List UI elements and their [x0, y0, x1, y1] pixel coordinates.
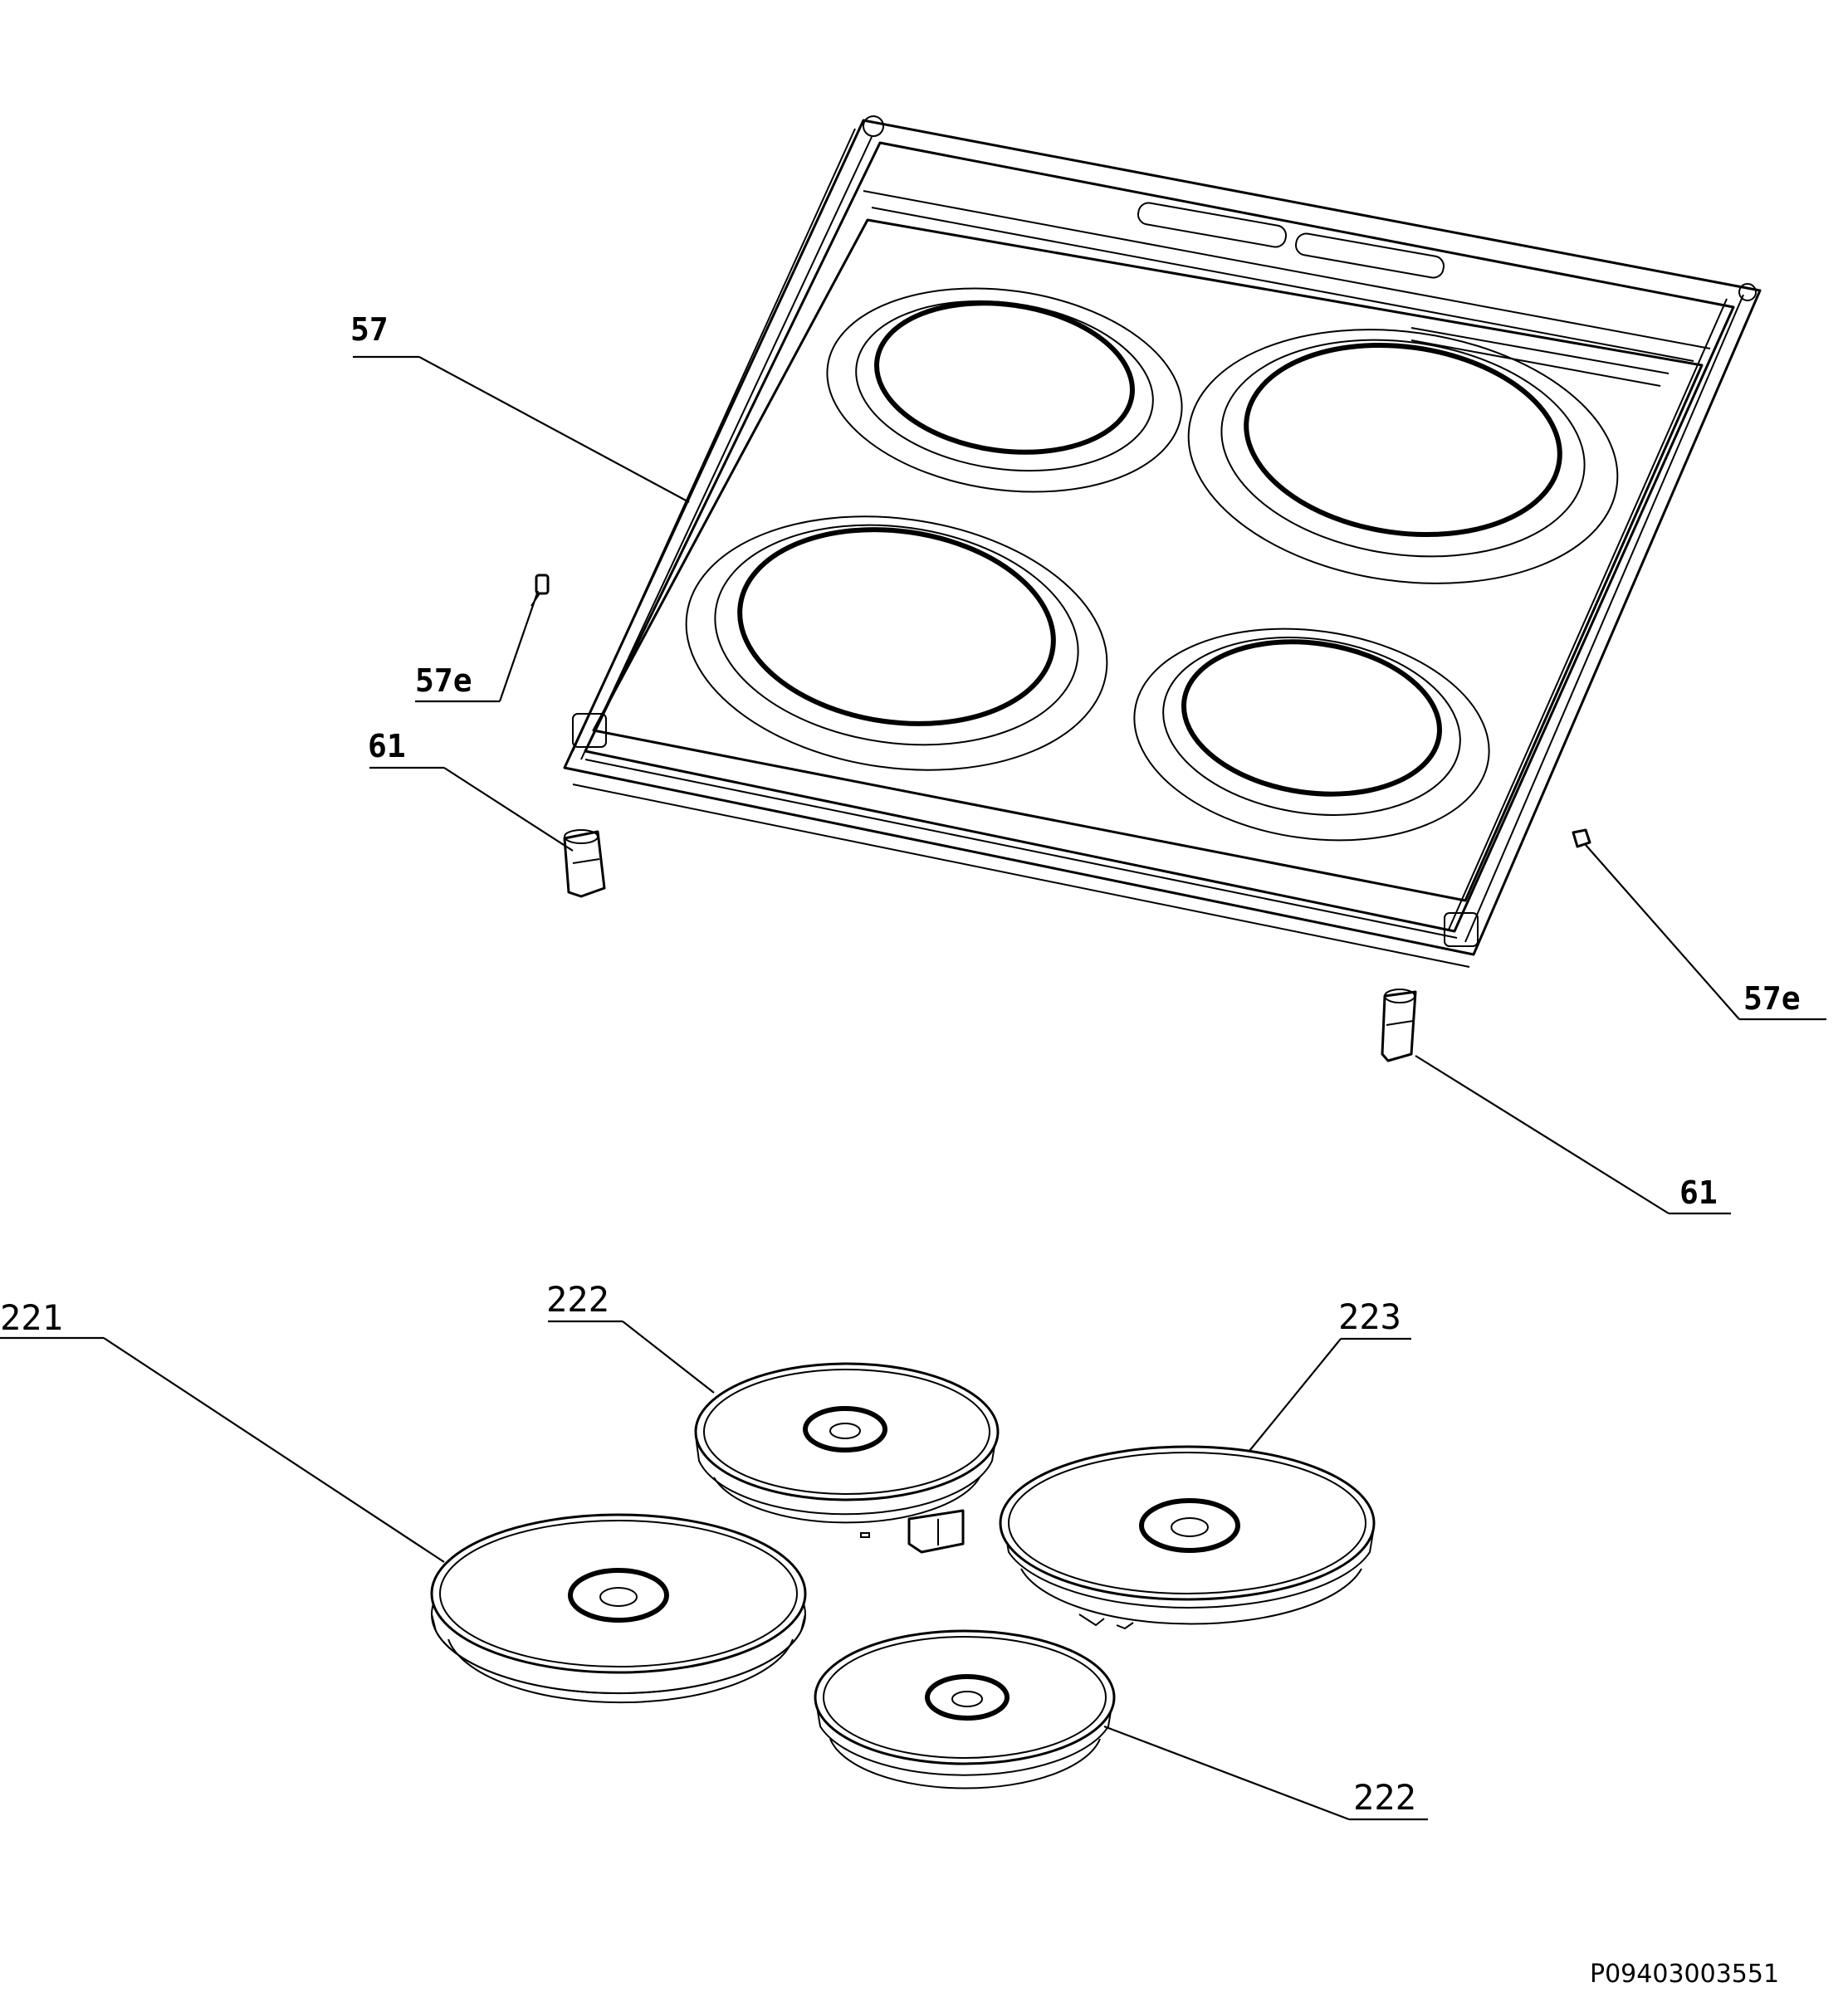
- label-hob-frame: 57: [350, 311, 389, 348]
- hob-frame-part: [563, 115, 1762, 968]
- hotplate-small-rear-part: [694, 1362, 1000, 1554]
- clip-right-part: [1572, 828, 1591, 848]
- recess-front-right: [1133, 627, 1490, 842]
- label-hotplate-large: 221: [0, 1297, 63, 1338]
- recess-front-left: [685, 515, 1108, 771]
- label-clip-left: 57e: [415, 662, 472, 699]
- foot-left-part: [563, 829, 606, 898]
- label-clip-right: 57e: [1743, 980, 1801, 1017]
- hotplate-medium-part: [999, 1445, 1376, 1630]
- hotplate-small-front-part: [814, 1629, 1116, 1789]
- foot-right-part: [1381, 989, 1417, 1062]
- label-hotplate-small-rear: 222: [546, 1279, 609, 1320]
- label-foot-right: 61: [1679, 1174, 1718, 1211]
- label-hotplate-small-front: 222: [1353, 1777, 1416, 1818]
- hotplate-large-part: [430, 1513, 807, 1704]
- label-foot-left: 61: [368, 728, 406, 764]
- recess-rear-left: [826, 287, 1183, 493]
- leader-lines: [0, 355, 1826, 1821]
- label-hotplate-medium: 223: [1338, 1296, 1401, 1337]
- recess-rear-right: [1187, 329, 1619, 584]
- document-id: P09403003551: [1590, 1960, 1779, 1989]
